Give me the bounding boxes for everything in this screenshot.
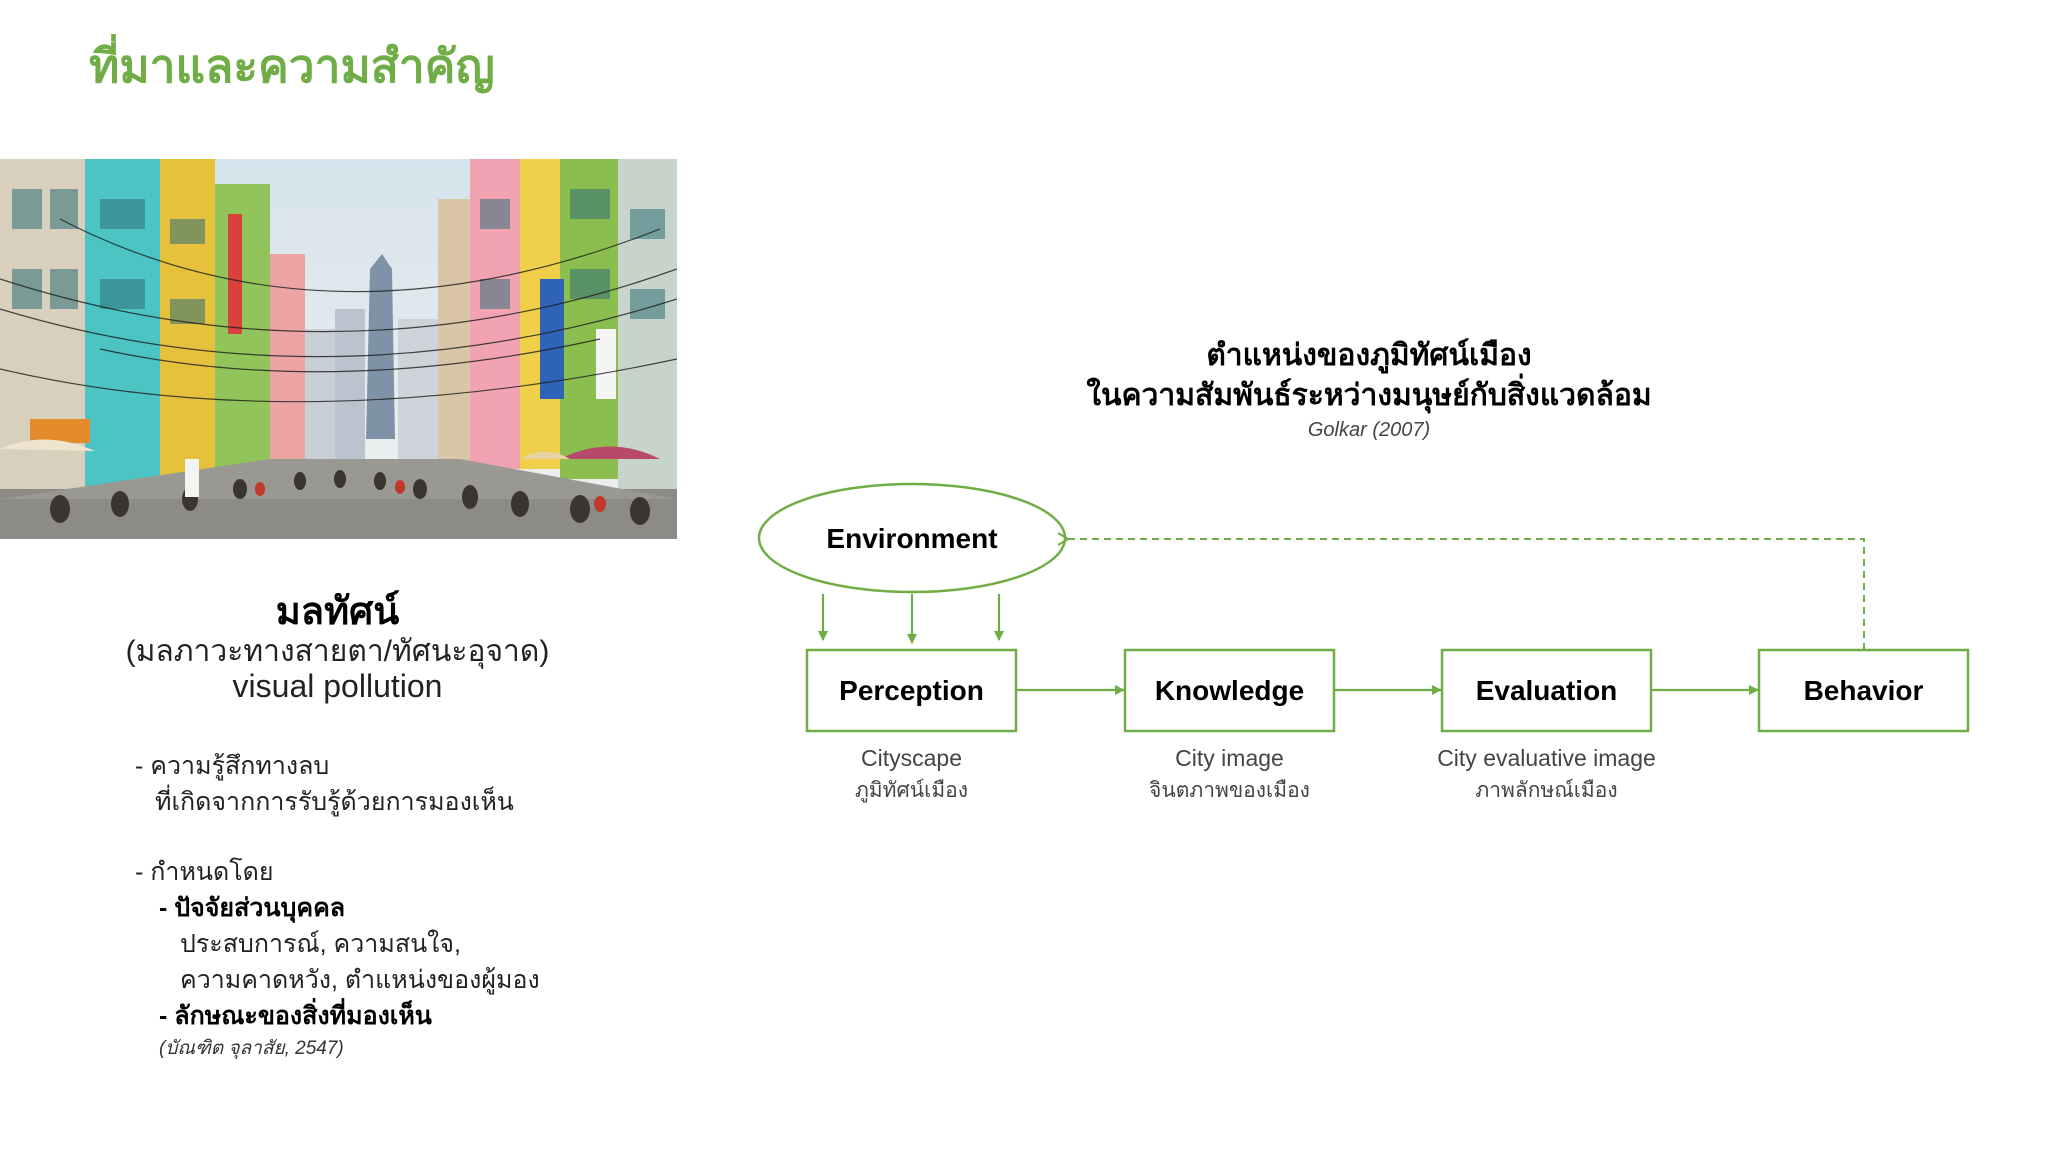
diagram-citation: Golkar (2007) [1308,419,1430,441]
diagram-heading-line-1: ตำแหน่งของภูมิทัศน์เมือง [1206,338,1531,374]
perception-label: Perception [839,675,984,706]
evaluation-th: ภาพลักษณ์เมือง [1475,778,1617,802]
evaluation-label: Evaluation [1476,675,1618,706]
behavior-label: Behavior [1804,675,1924,706]
feedback-arrow-behavior-environment [1068,539,1864,650]
knowledge-label: Knowledge [1155,675,1304,706]
environment-label: Environment [826,523,997,554]
knowledge-en: City image [1175,745,1284,771]
perception-en: Cityscape [861,745,962,771]
evaluation-en: City evaluative image [1437,745,1656,771]
perception-th: ภูมิทัศน์เมือง [855,778,968,803]
knowledge-th: จินตภาพของเมือง [1149,779,1310,802]
diagram-heading-line-2: ในความสัมพันธ์ระหว่างมนุษย์กับสิ่งแวดล้อ… [1086,373,1651,414]
